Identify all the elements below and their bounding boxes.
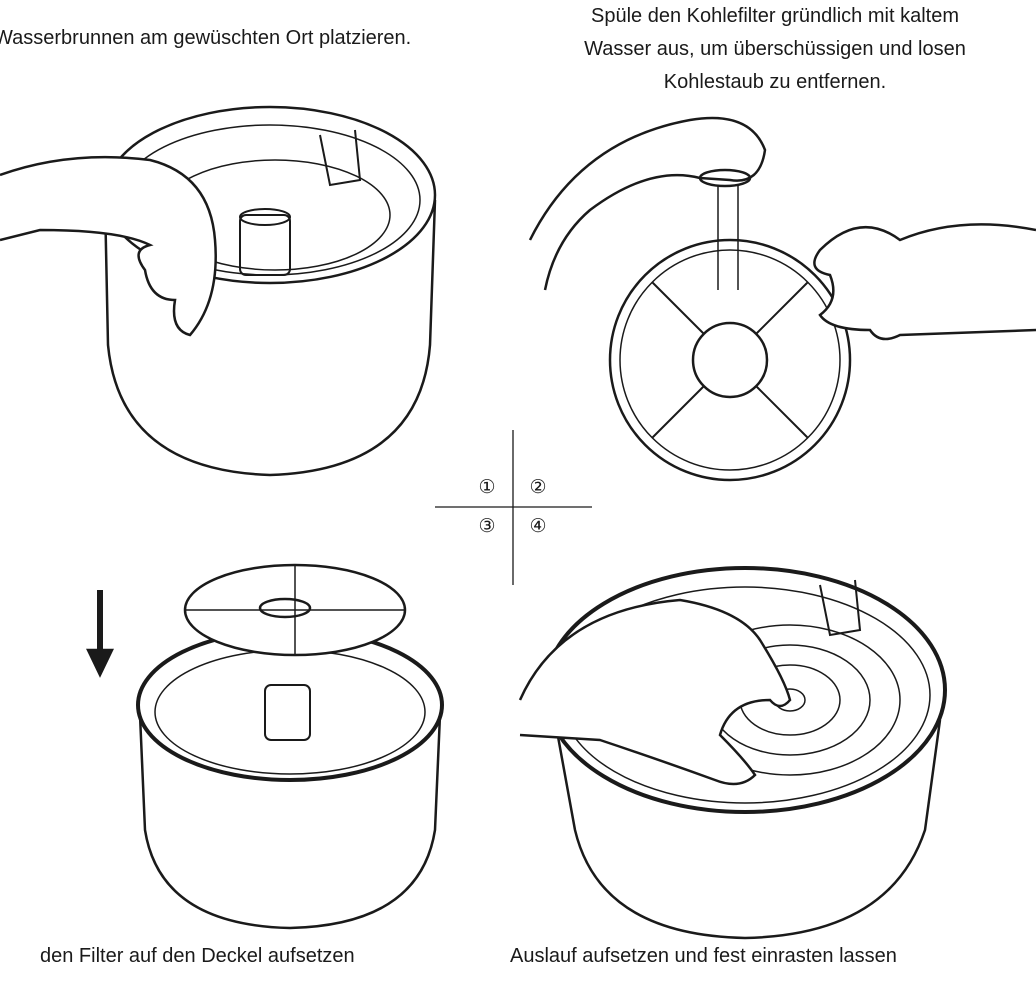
attach-spout-illustration [518,566,947,940]
step-marker-3: ③ [478,515,495,537]
step-marker-4: ④ [529,515,546,537]
step2-caption-line: Wasser aus, um überschüssigen und losen [584,38,966,60]
step3-caption: den Filter auf den Deckel aufsetzen [40,945,355,967]
step2-caption-line: Kohlestaub zu entfernen. [663,71,887,93]
step2-caption-line: Spüle den Kohlefilter gründlich mit kalt… [591,5,959,27]
step2-caption: Spüle den Kohlefilter gründlich mit kalt… [540,0,1010,99]
step1-caption: Wasserbrunnen am gewüschten Ort platzier… [0,27,412,49]
step4-caption: Auslauf aufsetzen und fest einrasten las… [510,945,897,967]
step-marker-cross: ① ② ③ ④ [435,430,592,585]
rinse-filter-illustration [528,116,1036,482]
step-marker-2: ② [529,476,546,498]
place-filter-illustration [86,563,444,930]
step-marker-1: ① [478,476,495,498]
fountain-base-illustration [0,105,437,477]
